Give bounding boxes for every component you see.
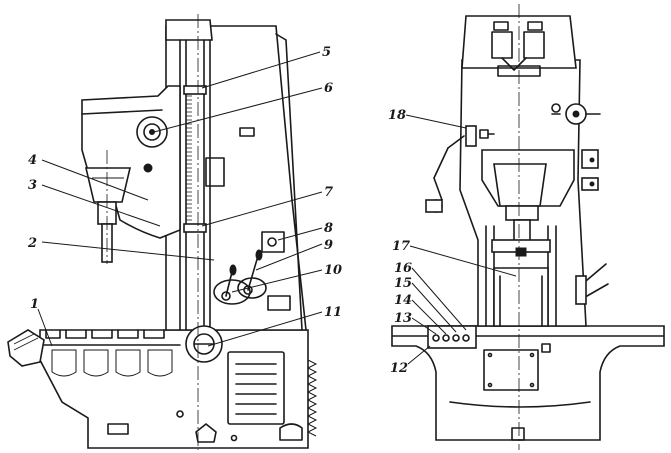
callout-14: 14 [394, 293, 412, 308]
callout-18: 18 [388, 108, 406, 123]
callout-6: 6 [324, 81, 333, 96]
front-column [425, 15, 609, 327]
callout-15: 15 [394, 276, 412, 291]
side-view [7, 14, 318, 450]
base [7, 329, 318, 449]
callout-1: 1 [30, 297, 39, 312]
callout-17: 17 [392, 239, 410, 254]
callout-12: 12 [390, 361, 408, 376]
callout-7: 7 [324, 185, 333, 200]
callout-9: 9 [324, 238, 333, 253]
front-base [391, 325, 665, 441]
callout-16: 16 [394, 261, 412, 276]
callout-4: 4 [28, 153, 37, 168]
leader-lines [37, 51, 517, 365]
callout-10: 10 [324, 263, 342, 278]
column [165, 19, 307, 363]
callout-3: 3 [28, 178, 37, 193]
spindle-head [81, 85, 181, 264]
callout-8: 8 [324, 221, 333, 236]
callout-13: 13 [394, 311, 412, 326]
callouts: 1 2 3 4 5 6 7 8 9 10 11 12 13 14 15 16 1… [27, 45, 412, 376]
callout-5: 5 [322, 45, 331, 60]
callout-11: 11 [324, 305, 342, 320]
callout-2: 2 [27, 236, 37, 251]
front-view [391, 4, 665, 450]
